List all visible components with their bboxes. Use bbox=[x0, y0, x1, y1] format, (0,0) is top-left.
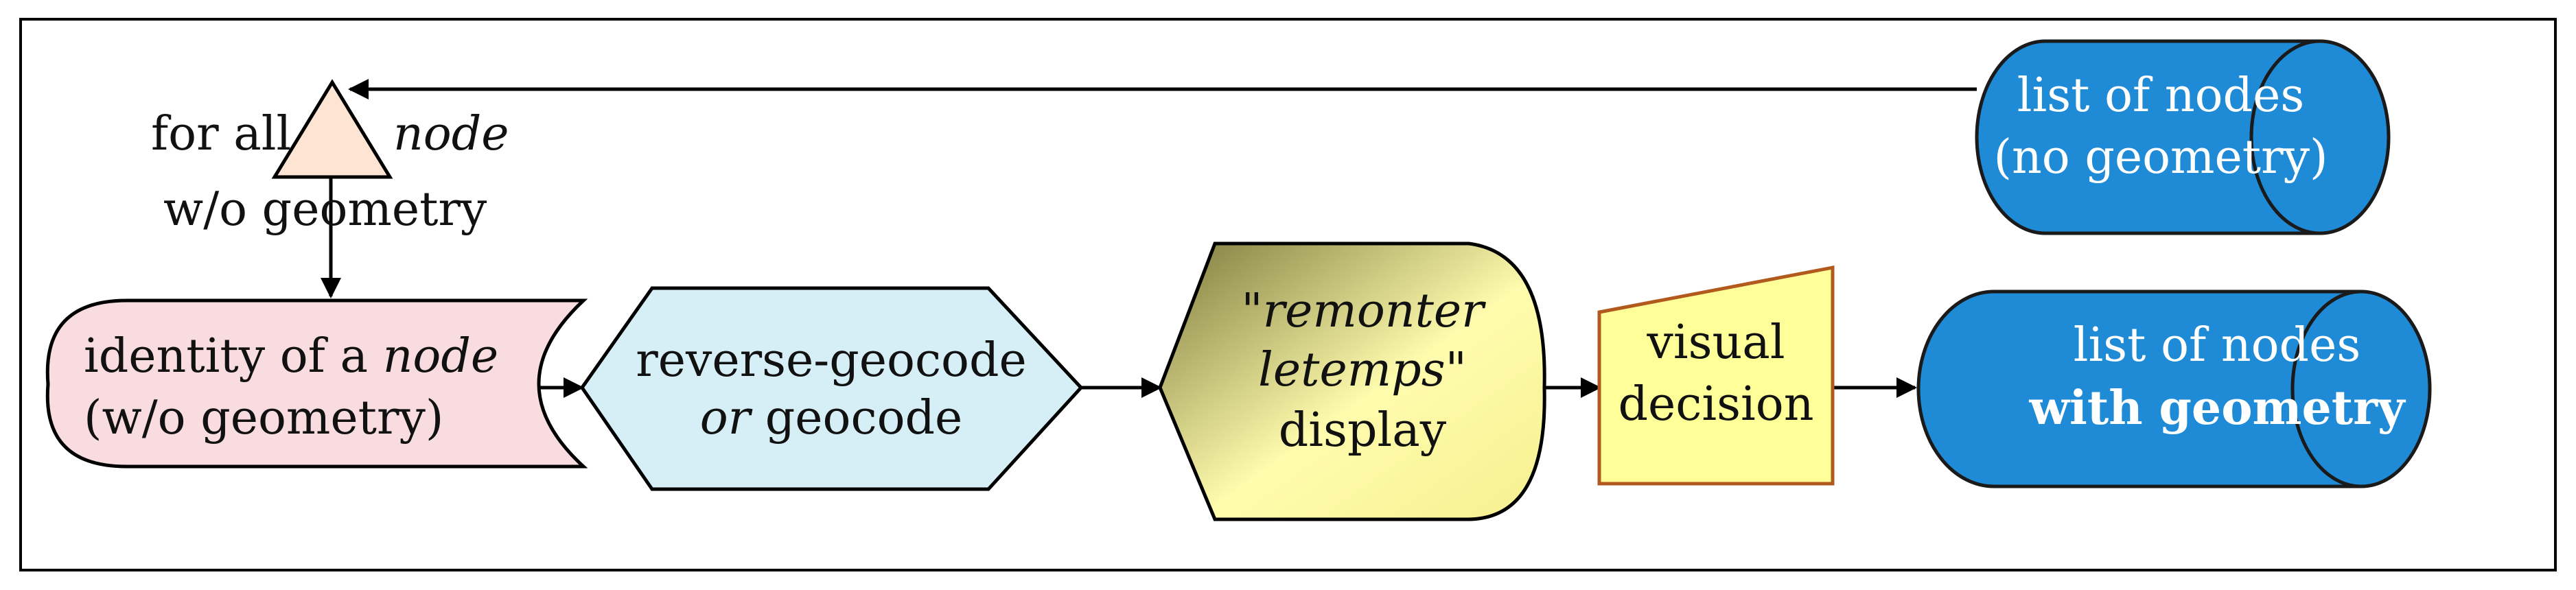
identity-line1: identity of a node bbox=[84, 329, 498, 384]
list-with-geometry-line1: list of nodes bbox=[2074, 318, 2360, 373]
loop-node-label: node bbox=[393, 107, 509, 161]
list-with-geometry-cylinder-end bbox=[2290, 290, 2362, 488]
display-line3: display bbox=[1279, 403, 1447, 458]
loop-triangle bbox=[271, 79, 393, 179]
geocode-line1: reverse-geocode bbox=[636, 333, 1027, 388]
display-line2: letemps" bbox=[1258, 343, 1467, 397]
visual-line1: visual bbox=[1646, 316, 1785, 370]
loop-for-all-label: for all bbox=[151, 107, 291, 161]
identity-node-shape bbox=[45, 298, 588, 469]
visual-decision-shape bbox=[1597, 265, 1835, 486]
list-no-geometry-cylinder-end bbox=[2249, 39, 2321, 235]
display-line2-italic: letemps bbox=[1258, 343, 1445, 397]
geocode-hexagon bbox=[579, 286, 1084, 491]
diagram-frame bbox=[19, 18, 2557, 571]
list-no-geometry-line2: (no geometry) bbox=[1993, 130, 2328, 185]
identity-line1-prefix: identity of a bbox=[84, 329, 383, 384]
geocode-line2-italic: or bbox=[700, 391, 753, 445]
display-line2-quote: " bbox=[1446, 343, 1467, 397]
list-with-geometry-line2: with geometry bbox=[2028, 381, 2406, 436]
visual-line2: decision bbox=[1618, 377, 1814, 432]
geocode-line2: or geocode bbox=[700, 391, 963, 445]
identity-line2: (w/o geometry) bbox=[84, 391, 443, 445]
list-no-geometry-line1: list of nodes bbox=[2017, 69, 2304, 123]
display-shape bbox=[1158, 241, 1546, 521]
display-line1: "remonter bbox=[1241, 284, 1486, 338]
loop-without-geometry-label: w/o geometry bbox=[163, 182, 487, 237]
identity-line1-italic: node bbox=[383, 329, 499, 384]
geocode-line2-rest: geocode bbox=[750, 391, 962, 445]
